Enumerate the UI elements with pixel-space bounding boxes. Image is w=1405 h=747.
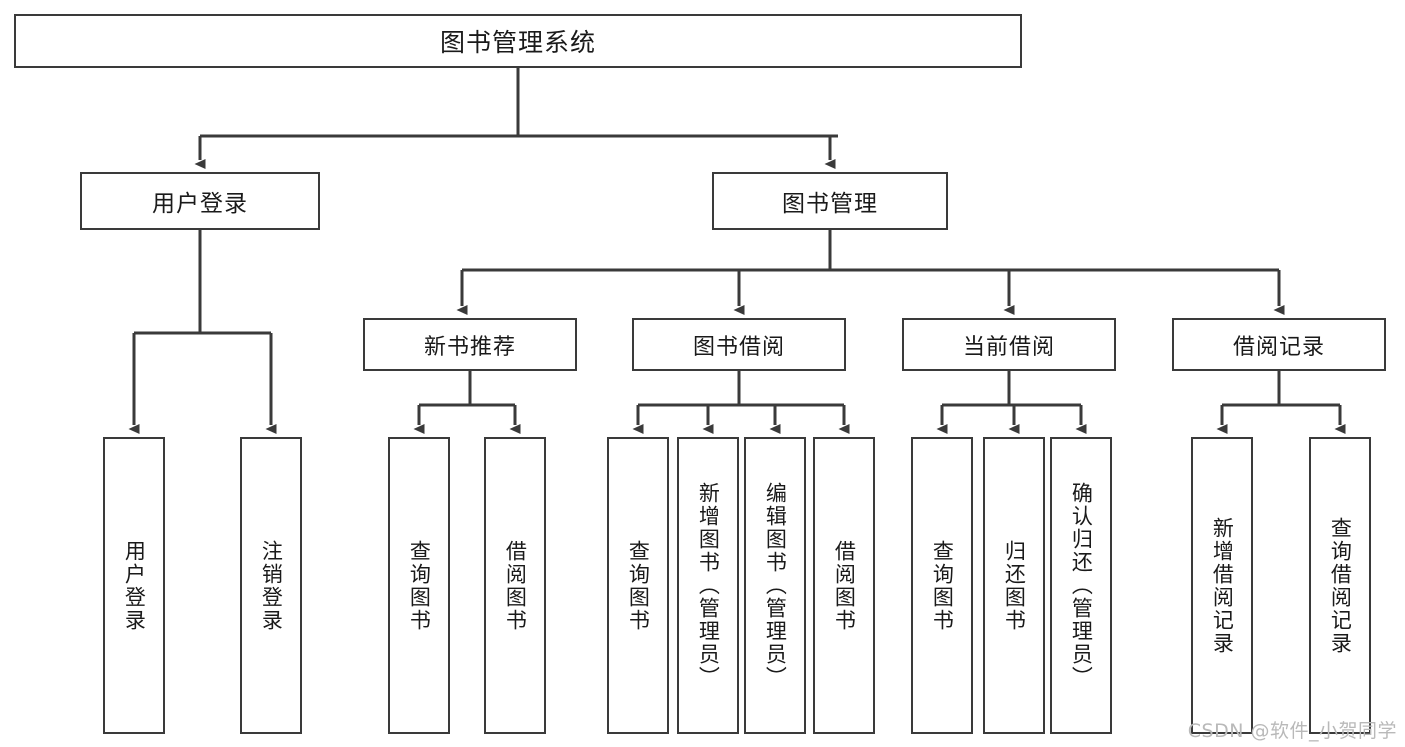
node-leaf-confirm-return-admin[interactable]: 确认归还（管理员） <box>1050 437 1112 734</box>
node-leaf-confirm-return-admin-label: 确认归还（管理员） <box>1069 482 1094 689</box>
node-leaf-return-book[interactable]: 归还图书 <box>983 437 1045 734</box>
node-tier1-user-login-label: 用户登录 <box>152 191 248 217</box>
node-tier1-book-management-label: 图书管理 <box>782 191 878 217</box>
node-leaf-borrow-book-recommend[interactable]: 借阅图书 <box>484 437 546 734</box>
node-leaf-query-book-label: 查询图书 <box>626 539 651 632</box>
node-leaf-user-login[interactable]: 用户登录 <box>103 437 165 734</box>
node-tier2-book-borrow-label: 图书借阅 <box>692 334 785 360</box>
node-leaf-query-book-current-label: 查询图书 <box>930 539 955 632</box>
node-tier2-new-book-recommend[interactable]: 新书推荐 <box>363 318 577 371</box>
node-leaf-query-book-recommend-label: 查询图书 <box>407 539 432 632</box>
node-leaf-add-borrow-record-label: 新增借阅记录 <box>1210 516 1235 655</box>
node-leaf-add-book-admin[interactable]: 新增图书（管理员） <box>677 437 739 734</box>
node-leaf-borrow-book-label: 借阅图书 <box>832 539 857 632</box>
node-tier2-borrow-record[interactable]: 借阅记录 <box>1172 318 1386 371</box>
node-tier2-new-book-recommend-label: 新书推荐 <box>423 334 516 360</box>
node-tier1-book-management[interactable]: 图书管理 <box>712 172 948 230</box>
node-tier2-current-borrow-label: 当前借阅 <box>962 334 1055 360</box>
node-leaf-user-login-label: 用户登录 <box>122 539 147 632</box>
node-leaf-borrow-book[interactable]: 借阅图书 <box>813 437 875 734</box>
node-leaf-add-borrow-record[interactable]: 新增借阅记录 <box>1191 437 1253 734</box>
node-leaf-query-book-current[interactable]: 查询图书 <box>911 437 973 734</box>
node-leaf-query-borrow-record-label: 查询借阅记录 <box>1328 516 1353 655</box>
node-leaf-query-book-recommend[interactable]: 查询图书 <box>388 437 450 734</box>
node-leaf-borrow-book-recommend-label: 借阅图书 <box>503 539 528 632</box>
node-leaf-logout[interactable]: 注销登录 <box>240 437 302 734</box>
node-root-label: 图书管理系统 <box>439 28 596 57</box>
node-leaf-query-borrow-record[interactable]: 查询借阅记录 <box>1309 437 1371 734</box>
node-tier2-borrow-record-label: 借阅记录 <box>1232 334 1325 360</box>
node-leaf-add-book-admin-label: 新增图书（管理员） <box>696 482 721 689</box>
node-leaf-query-book[interactable]: 查询图书 <box>607 437 669 734</box>
node-tier1-user-login[interactable]: 用户登录 <box>80 172 320 230</box>
csdn-watermark: CSDN @软件_小贺同学 <box>1187 720 1397 742</box>
node-leaf-edit-book-admin-label: 编辑图书（管理员） <box>763 482 788 689</box>
node-tier2-book-borrow[interactable]: 图书借阅 <box>632 318 846 371</box>
node-tier2-current-borrow[interactable]: 当前借阅 <box>902 318 1116 371</box>
node-leaf-logout-label: 注销登录 <box>259 539 284 632</box>
node-leaf-return-book-label: 归还图书 <box>1002 539 1027 632</box>
node-root[interactable]: 图书管理系统 <box>14 14 1022 68</box>
node-leaf-edit-book-admin[interactable]: 编辑图书（管理员） <box>744 437 806 734</box>
